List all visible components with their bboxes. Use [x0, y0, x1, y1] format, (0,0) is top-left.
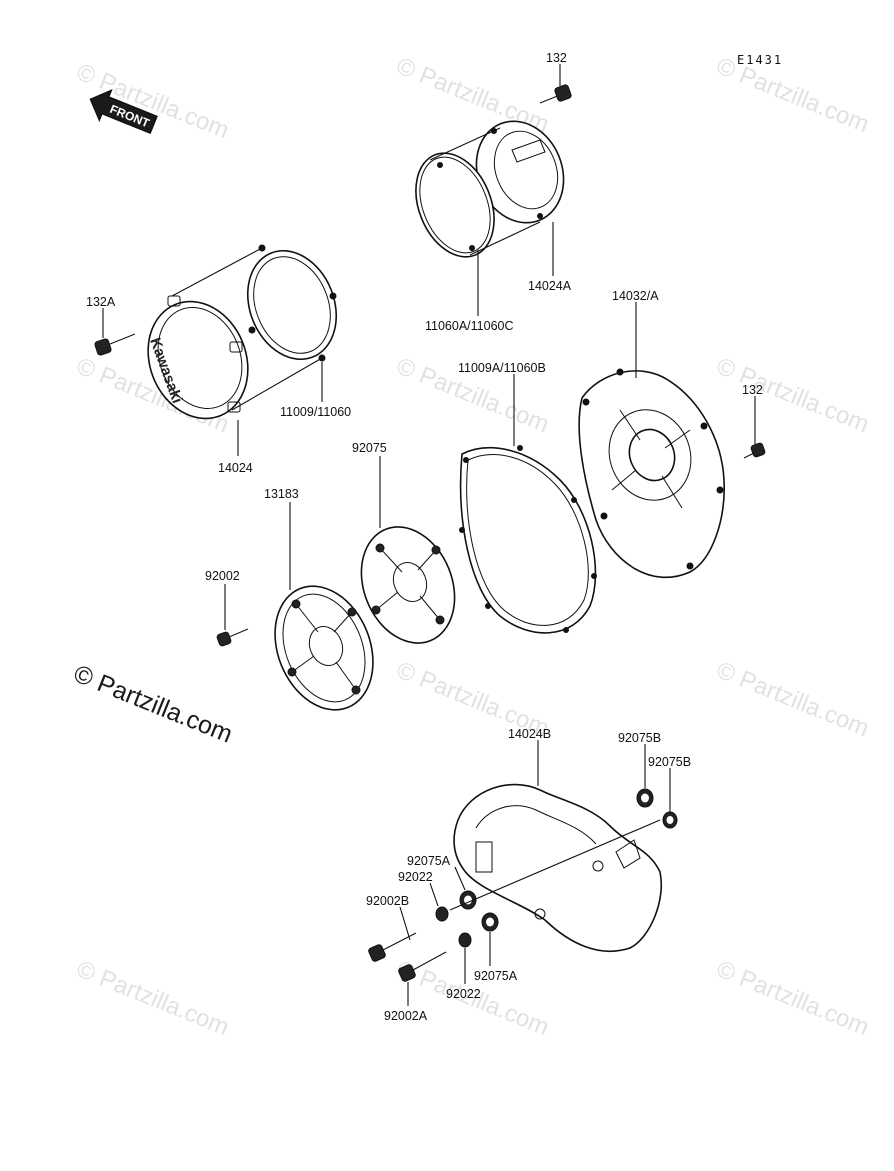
gasket-11009[interactable]: [232, 237, 352, 372]
damper-plate-92075[interactable]: [345, 513, 472, 657]
bolt-92002[interactable]: [216, 628, 249, 647]
callout-14024a: 14024A: [528, 279, 572, 293]
generator-cover-14024[interactable]: Kawasaki: [131, 286, 265, 433]
gasket-11009a[interactable]: [459, 445, 597, 634]
sprocket-cover-14024b[interactable]: [453, 783, 662, 953]
breather-plate-13183[interactable]: [257, 571, 390, 724]
washer-92075b-2[interactable]: [662, 811, 678, 829]
washer-92022-2[interactable]: [458, 932, 472, 948]
washer-92075b-1[interactable]: [636, 788, 654, 808]
callout-92075b-2: 92075B: [648, 755, 691, 769]
grommet-92075a-2[interactable]: [481, 912, 499, 932]
callout-92075a-1: 92075A: [407, 854, 451, 868]
callout-132a: 132A: [86, 295, 116, 309]
callout-14032a: 14032/A: [612, 289, 659, 303]
callout-92002b: 92002B: [366, 894, 409, 908]
watermark: © Partzilla.com: [713, 956, 873, 1042]
partzilla-watermark: © Partzilla.com: [70, 660, 237, 749]
bolt-92002a[interactable]: [398, 951, 447, 982]
bolt-92002b[interactable]: [368, 932, 417, 962]
callout-92075b-1: 92075B: [618, 731, 661, 745]
callout-11060a: 11060A/11060C: [425, 319, 514, 333]
inspection-cover-14024a[interactable]: [462, 108, 579, 236]
callout-13183: 13183: [264, 487, 299, 501]
callout-92002: 92002: [205, 569, 240, 583]
callout-132-right: 132: [742, 383, 763, 397]
callout-11009: 11009/11060: [280, 405, 351, 419]
bolt-132-top[interactable]: [539, 84, 572, 104]
callout-14024b: 14024B: [508, 727, 551, 741]
clutch-cover-14032[interactable]: [578, 368, 725, 578]
callout-labels: 132 132A 14024A 11060A/11060C 14032/A 11…: [86, 51, 763, 1023]
callout-11009a: 11009A/11060B: [458, 361, 546, 375]
bolt-132a[interactable]: [94, 333, 136, 356]
watermark: © Partzilla.com: [73, 956, 233, 1042]
o-ring-11060a[interactable]: [401, 141, 508, 268]
callout-92002a: 92002A: [384, 1009, 428, 1023]
reference-code: E1431: [737, 53, 783, 67]
callout-92075a-2: 92075A: [474, 969, 518, 983]
watermark: © Partzilla.com: [713, 353, 873, 439]
watermark: © Partzilla.com: [713, 657, 873, 743]
callout-92022-1: 92022: [398, 870, 433, 884]
leader-lines: [102, 64, 756, 1006]
callout-14024: 14024: [218, 461, 253, 475]
callout-92075: 92075: [352, 441, 387, 455]
bolt-132-right[interactable]: [743, 442, 766, 459]
callout-92022-2: 92022: [446, 987, 481, 1001]
callout-132-top: 132: [546, 51, 567, 65]
washer-92022-1[interactable]: [435, 906, 449, 922]
